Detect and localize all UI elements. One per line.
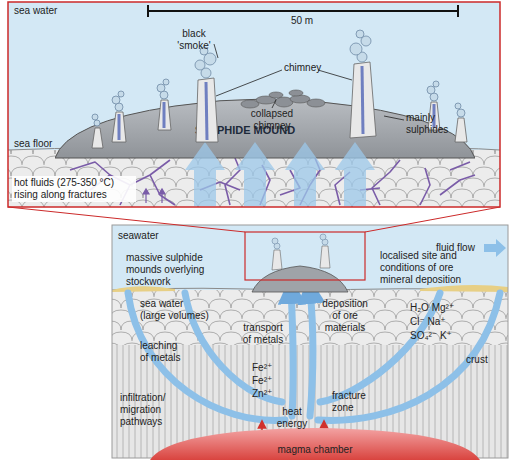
chimney (455, 118, 467, 142)
hot-fluid-arrows (143, 189, 149, 194)
annotation-label: H₂O Mg²⁺ (410, 302, 490, 314)
inset-panel (8, 2, 500, 207)
flow-paths (291, 290, 293, 416)
leader-line (214, 44, 218, 58)
annotation-label: infiltration/ migration pathways (120, 392, 180, 428)
stockwork-veins (372, 160, 400, 205)
mini-vent-field (320, 234, 326, 240)
black-smoke (163, 79, 169, 85)
vent-channel (206, 82, 207, 140)
mini-vent-field (272, 250, 282, 270)
black-smoke (455, 103, 461, 109)
leader-line (318, 70, 352, 80)
node-text-box: magma chamber (150, 426, 480, 456)
inset-frame (8, 2, 500, 207)
annotation-label: sea floor (14, 138, 74, 150)
annotation-label: hot fluids (275-350 °C) rising along fra… (12, 176, 136, 202)
annotation-label: massive sulphide mounds overlying stockw… (126, 252, 211, 288)
black-smoke (457, 109, 465, 117)
leader-line (216, 70, 282, 96)
sulphide-mound-shape (55, 99, 475, 158)
mini-vent-field (252, 234, 348, 292)
black-smoke (350, 43, 362, 55)
annotation-label: fracture zone (332, 390, 377, 414)
magma-chamber-shape (150, 428, 480, 460)
collapsed-rubble (307, 99, 325, 107)
scale-bar (148, 10, 458, 12)
annotation-label: localised site and conditions of ore min… (380, 250, 472, 286)
black-smoke (433, 81, 439, 87)
chimney (158, 100, 171, 130)
annotation-label: Fe²⁺ (252, 362, 286, 374)
annotation-label: SO₄²⁻ K⁺ (410, 330, 490, 342)
flow-paths (128, 290, 500, 420)
flow-paths (310, 290, 313, 416)
annotation-label: deposition of ore materials (318, 298, 372, 334)
stockwork-veins (440, 175, 475, 195)
inset-panel (8, 2, 500, 207)
hot-fluid-arrows (159, 189, 165, 194)
vent-channel (118, 114, 121, 140)
zoom-lines (365, 207, 500, 232)
annotation-label: heat energy (272, 406, 312, 430)
stockwork-veins (225, 158, 240, 205)
crust-section (112, 286, 175, 292)
annotation-label: Cl⁻ Na⁺ (410, 316, 490, 328)
stockwork-veins (150, 175, 175, 205)
zoom-lines (8, 207, 500, 232)
hot-fluid-arrows (143, 189, 165, 203)
black-smoke (94, 120, 100, 126)
annotation-label: chimney (284, 62, 334, 74)
annotation-label: crust (466, 354, 506, 366)
annotation-label: collapsed chimney (246, 108, 298, 132)
mini-vent-field (252, 266, 348, 292)
annotation-label: sea water (large volumes) (140, 298, 211, 322)
annotation-label: black 'smoke' (172, 28, 216, 52)
zoom-lines (8, 207, 245, 232)
magma-chamber: magma chamber (150, 426, 480, 460)
crust-section (112, 225, 508, 458)
node-text: magma chamber (150, 444, 480, 456)
mini-vent-field (320, 246, 330, 268)
annotation-label: Zn²⁺ (252, 388, 286, 400)
stockwork-veins (420, 168, 430, 205)
mini-vent-field (272, 238, 278, 244)
stockwork-veins (450, 162, 470, 170)
collapsed-rubble (289, 90, 303, 96)
collapsed-rubble (290, 95, 310, 103)
collapsed-rubble (269, 92, 283, 98)
crust-section (112, 225, 508, 458)
chimney (196, 78, 218, 142)
crust-section (420, 285, 508, 292)
black-smoke (118, 91, 124, 97)
crust-section (112, 225, 508, 290)
chimney (350, 62, 376, 138)
vent-channel (163, 102, 166, 128)
black-smoke (427, 86, 435, 94)
legend-text: fluid flow (436, 242, 475, 254)
node-text: SULPHIDE MOUND (55, 124, 435, 136)
annotation-label: 50 m (282, 15, 322, 27)
stockwork-veins (70, 162, 110, 175)
annotation-label: leaching of metals (140, 340, 188, 364)
annotation-label: transport of metals (238, 322, 288, 346)
zoom-frame (245, 232, 365, 280)
annotation-label: mainly sulphides (406, 112, 460, 136)
annotation-label: Fe²⁺ (252, 375, 286, 387)
vent-channel (362, 66, 363, 134)
black-smoke (92, 114, 98, 120)
black-smoke (195, 60, 205, 70)
annotation-label: seawater (118, 230, 178, 242)
black-smoke (112, 96, 120, 104)
black-smoke (157, 84, 165, 92)
annotation-label: sea water (14, 5, 84, 17)
legend-arrow (484, 239, 506, 257)
black-smoke (356, 30, 364, 38)
